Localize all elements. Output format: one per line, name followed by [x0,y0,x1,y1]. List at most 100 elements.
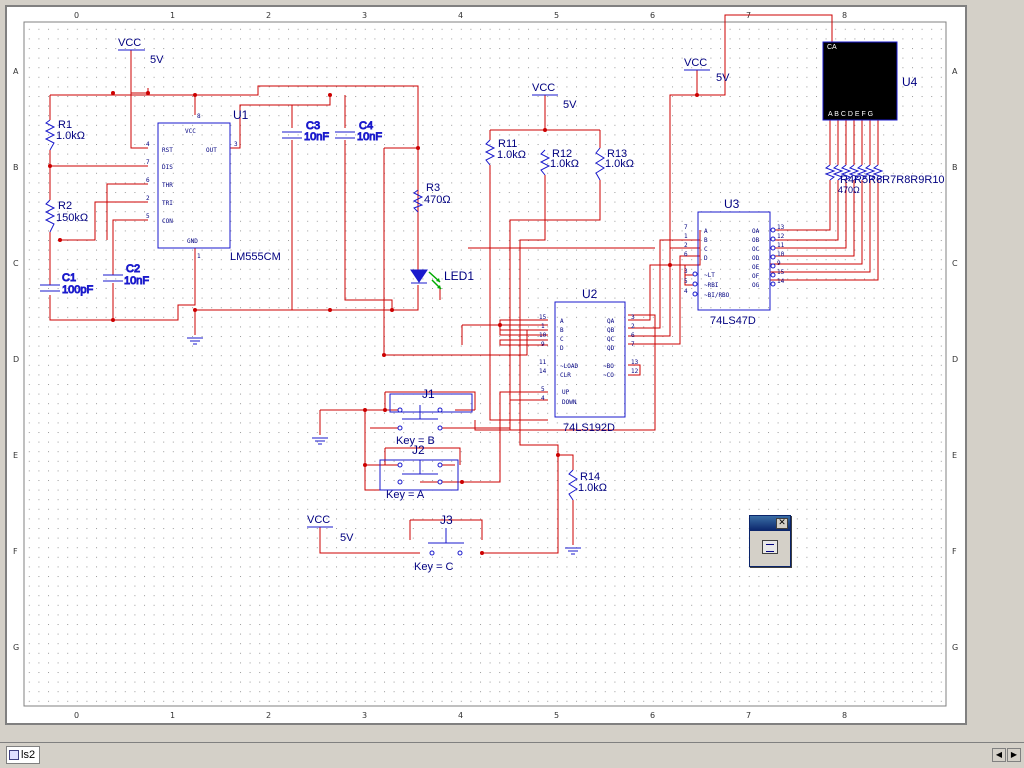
ruler-top-number: 2 [266,11,271,20]
u3-pinnum: 2 [684,242,688,249]
r12-ref: R12 [552,148,572,160]
u2-pin: UP [562,389,570,396]
switch-j1[interactable]: J1 Key = B [389,387,473,447]
sheet-tab-bar: ls2 ◀ ▶ [0,742,1024,768]
j2-key: Key = A [386,489,425,501]
vcc3-symbol[interactable]: VCC 5V [684,57,730,84]
u1-pin-gnd: GND [187,238,198,245]
u2-pin: QC [607,336,615,343]
vcc1-value: 5V [150,54,164,66]
r1-value: 1.0kΩ [56,130,85,142]
capacitor-c3[interactable]: C3 10nF [282,120,330,144]
r2-ref: R2 [58,200,72,212]
u3-pin: OB [752,237,760,244]
u4-segments: A B C D E F G [828,111,873,118]
sheet-tab-ls2[interactable]: ls2 [6,746,41,764]
u3-pinnum: 15 [777,269,785,276]
scroll-right-button[interactable]: ▶ [1007,748,1021,762]
u1-part: LM555CM [230,251,281,263]
ruler-left-letter: B [13,163,19,172]
vcc3-value: 5V [716,72,730,84]
ruler-left-letter: D [13,355,19,364]
switch-j3[interactable]: J3 Key = C [414,513,464,573]
vcc1-label: VCC [118,37,141,49]
ruler-top-number: 8 [842,11,847,20]
u2-pin: A [560,318,564,325]
u3-pinnum: 12 [777,233,785,240]
ruler-bottom-number: 8 [842,711,847,720]
r12-value: 1.0kΩ [550,158,579,170]
u2-pinnum: 15 [539,314,547,321]
u3-pin: ~BI/RBO [704,292,730,299]
floating-mini-window[interactable]: ✕ [749,515,791,567]
r13-value: 1.0kΩ [605,158,634,170]
j3-key: Key = C [414,561,453,573]
resistor-r3[interactable]: R3 470Ω [412,182,451,213]
u3-pinnum: 14 [777,278,785,285]
j1-key: Key = B [396,435,435,447]
close-icon[interactable]: ✕ [776,518,788,529]
j1-ref: J1 [422,387,435,401]
ruler-top-number: 6 [650,11,655,20]
capacitor-c2[interactable]: C2 10nF [103,263,150,288]
u3-pin: OA [752,228,760,235]
sheet-grid [26,24,946,704]
ruler-right-letter: F [952,547,957,556]
window-list-icon[interactable] [762,540,778,554]
vcc4-value: 5V [340,532,354,544]
ruler-right-letter: A [952,67,958,76]
ic-u1[interactable]: U1 LM555CM VCC RST DIS THR TRI CON OUT G… [146,108,281,263]
scroll-left-button[interactable]: ◀ [992,748,1006,762]
c1-value: 100pF [62,284,93,296]
u1-pin-tri: TRI [162,200,173,207]
ruler-bottom-number: 4 [458,711,463,720]
resistor-r2[interactable]: R2 150kΩ [44,199,88,233]
r14-ref: R14 [580,471,600,483]
u3-pinnum: 6 [684,251,688,258]
capacitor-c1[interactable]: C1 100pF [40,272,94,297]
vcc1-symbol[interactable]: VCC 5V [118,37,164,66]
display-u4[interactable]: CA A B C D E F G U4 [822,41,918,121]
ruler-left-letter: G [13,643,19,652]
resistor-r11[interactable]: R11 1.0kΩ [484,138,526,166]
u2-part: 74LS192D [563,422,615,434]
ground-symbol [187,337,581,555]
resistor-r12[interactable]: R12 1.0kΩ [539,148,579,176]
u2-pinnum: 3 [631,314,635,321]
vcc2-symbol[interactable]: VCC 5V [532,82,577,111]
rbank-values: 470Ω [838,185,860,195]
resistor-r14[interactable]: R14 1.0kΩ [568,469,607,501]
capacitor-c4[interactable]: C4 10nF [335,120,383,144]
mini-window-titlebar[interactable]: ✕ [750,516,790,531]
u2-ref: U2 [582,287,598,301]
resistor-r13[interactable]: R13 1.0kΩ [595,147,634,181]
vcc4-symbol[interactable]: VCC 5V [307,514,354,544]
resistor-r1[interactable]: R1 1.0kΩ [44,119,85,151]
r14-value: 1.0kΩ [578,482,607,494]
ruler-bottom-number: 7 [746,711,751,720]
ruler-right-letter: C [952,259,958,268]
led1-ref: LED1 [444,269,474,283]
rbank-refs: R4R5R6R7R8R9R10 [840,174,945,186]
u3-pinnum: 9 [777,260,781,267]
c3-ref: C3 [306,120,320,132]
u3-pin: OD [752,255,760,262]
ruler-bottom-number: 6 [650,711,655,720]
ic-u2[interactable]: U2 74LS192D A B C D ~LOAD CLR UP DOWN QA… [539,287,639,434]
u1-ref: U1 [233,108,249,122]
u2-pinnum: 14 [539,368,547,375]
ic-u3[interactable]: U3 74LS47D A B C D ~LT ~RBI ~BI/RBO OA O… [684,197,785,327]
c2-ref: C2 [126,263,140,275]
ruler-top-number: 1 [170,11,175,20]
u4-ca: CA [827,44,837,51]
sheet-tab-label: ls2 [21,749,36,761]
ruler-left-letter: A [13,67,19,76]
resistor-bank[interactable]: R4R5R6R7R8R9R10 470Ω [824,164,945,195]
ruler-left-letter: E [13,451,18,460]
switch-j2[interactable]: J2 Key = A [379,443,459,501]
led1[interactable]: LED1 [410,269,474,290]
